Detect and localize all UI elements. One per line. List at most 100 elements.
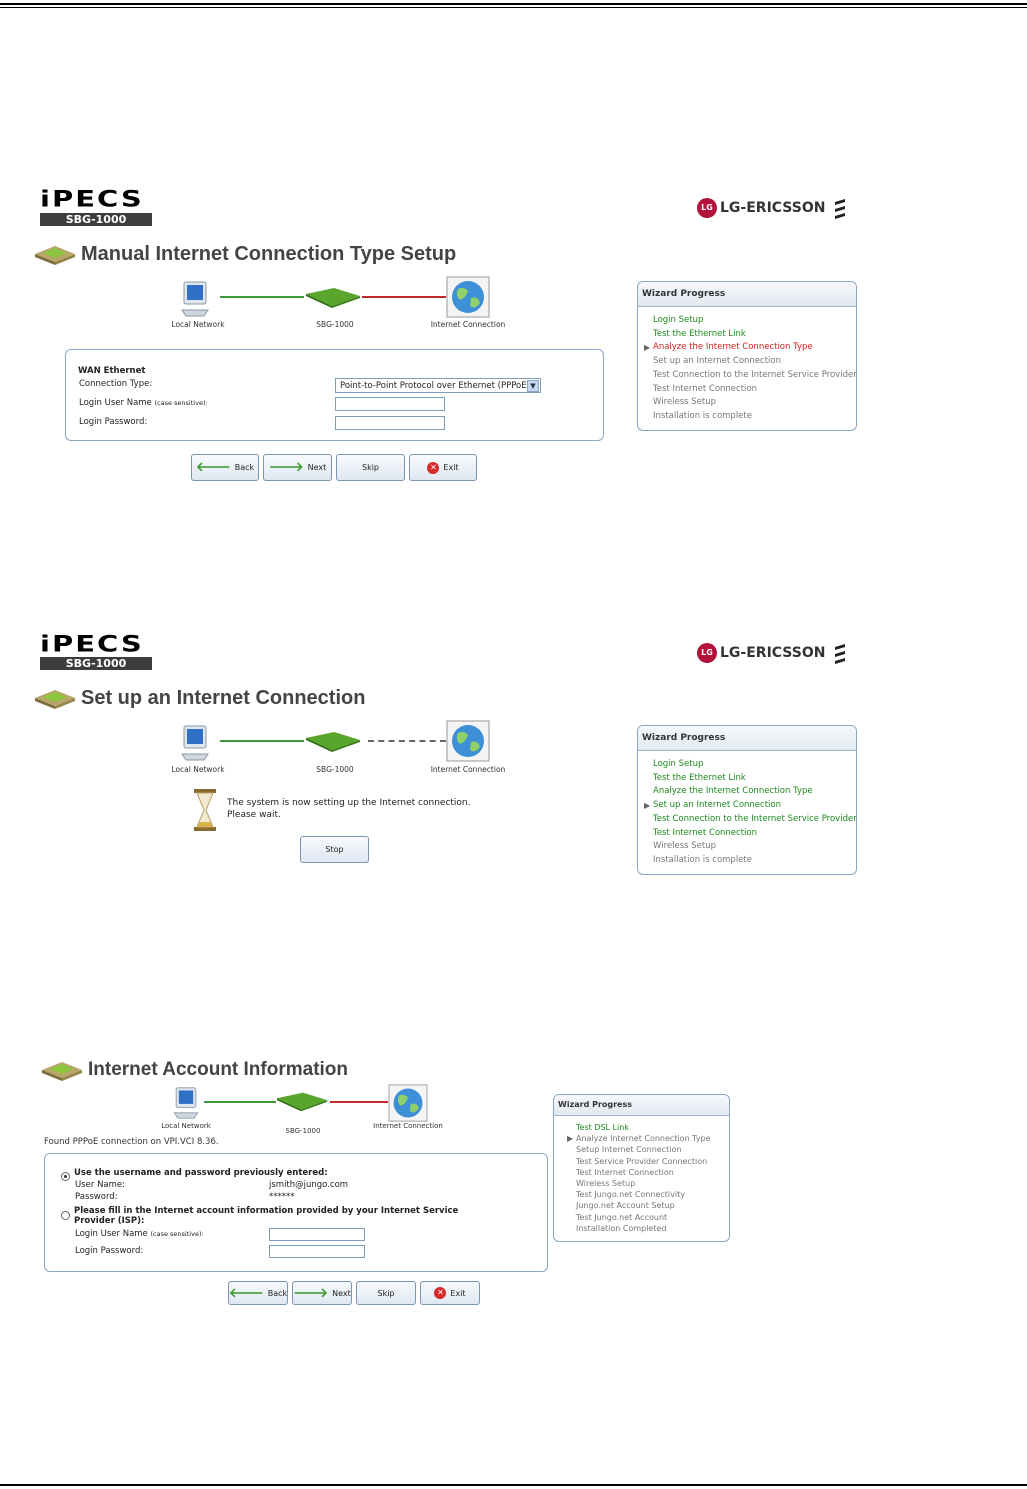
wizard-steps: Test DSL Link ▶Analyze Internet Connecti… [554, 1116, 729, 1234]
login-password-input[interactable] [269, 1245, 365, 1258]
link-internet-line [362, 296, 446, 298]
link-local-line [220, 740, 304, 742]
ericsson-icon [835, 644, 846, 664]
hourglass-icon [194, 789, 216, 831]
ericsson-icon [835, 199, 846, 219]
skip-button[interactable]: Skip [336, 454, 405, 481]
wizard-step: Test Internet Connection [653, 827, 757, 838]
label-local-network: Local Network [171, 320, 225, 329]
wizard-step: Wireless Setup [576, 1179, 636, 1189]
lg-ericsson-logo: LG LG-ERICSSON [697, 197, 847, 219]
wan-ethernet-panel [65, 349, 604, 441]
wizard-step: Jungo.net Account Setup [576, 1201, 675, 1211]
password-label: Password: [75, 1192, 118, 1202]
router-icon [306, 288, 360, 308]
wizard-step: Test the Ethernet Link [653, 772, 746, 783]
label-internet: Internet Connection [430, 320, 506, 329]
password-input[interactable] [335, 416, 445, 430]
wizard-progress-title: Wizard Progress [638, 726, 856, 751]
wizard-step-current: ▶Set up an Internet Connection [644, 799, 856, 813]
wizard-step: Analyze the Internet Connection Type [653, 786, 813, 797]
wizard-step: Test Connection to the Internet Service … [653, 369, 857, 380]
page-title: Manual Internet Connection Type Setup [81, 242, 457, 265]
username-label: Login User Name (case sensitive): [79, 398, 208, 408]
wizard-step: Test DSL Link [576, 1123, 629, 1132]
wizard-step: Login Setup [653, 315, 704, 325]
section-title: WAN Ethernet [78, 366, 146, 376]
ipecs-logo: iPECS SBG-1000 [40, 188, 152, 226]
username-label: User Name: [75, 1180, 126, 1190]
login-user-label: Login User Name (case sensitive): [75, 1229, 204, 1239]
wizard-step-current: ▶Analyze Internet Connection Type [567, 1134, 711, 1144]
wizard-step: Installation is complete [653, 410, 752, 421]
wizard-progress-title: Wizard Progress [554, 1095, 729, 1116]
wizard-step: Installation is complete [653, 854, 752, 865]
label-internet: Internet Connection [373, 1122, 443, 1130]
router-icon [276, 1092, 328, 1112]
computer-icon [173, 1087, 199, 1119]
found-connection-text: Found PPPoE connection on VPI.VCI 8.36. [44, 1137, 219, 1147]
username-input[interactable] [335, 397, 445, 411]
wizard-step: Test Service Provider Connection [576, 1156, 708, 1166]
username-value: jsmith@jungo.com [269, 1180, 349, 1190]
globe-icon [446, 276, 490, 318]
wizard-icon [35, 246, 75, 265]
top-rule-thin [0, 7, 1027, 8]
wizard-step: Test Jungo.net Account [576, 1212, 668, 1222]
login-user-input[interactable] [269, 1228, 365, 1241]
wizard-progress-title: Wizard Progress [638, 282, 856, 307]
wizard-step: Set up an Internet Connection [653, 356, 781, 367]
label-device: SBG-1000 [316, 320, 354, 329]
link-internet-pending [368, 740, 446, 742]
option-fill-in-label: Please fill in the Internet account info… [74, 1206, 459, 1226]
option-use-previous-label: Use the username and password previously… [74, 1168, 328, 1178]
label-internet: Internet Connection [430, 765, 506, 774]
skip-button[interactable]: Skip [356, 1281, 416, 1305]
play-icon: ▶ [644, 801, 651, 811]
chevron-down-icon[interactable]: ▼ [527, 380, 539, 392]
back-button[interactable]: 🡐Back [228, 1281, 288, 1305]
login-password-label: Login Password: [75, 1246, 144, 1256]
wizard-step: Test the Ethernet Link [653, 328, 746, 339]
wizard-step: Installation Completed [576, 1223, 667, 1233]
exit-button[interactable]: ✕Exit [409, 454, 477, 481]
fill-in-radio[interactable] [61, 1211, 70, 1220]
arrow-left-icon: 🡐 [228, 1285, 264, 1301]
wizard-step: Test Jungo.net Connectivity [576, 1190, 685, 1200]
computer-icon [181, 725, 209, 761]
arrow-right-icon: 🡒 [293, 1285, 329, 1301]
wizard-step: Test Connection to the Internet Service … [653, 813, 857, 824]
globe-icon [388, 1084, 428, 1122]
wizard-icon [35, 690, 75, 709]
password-value: ****** [269, 1192, 295, 1202]
wizard-step: Wireless Setup [653, 397, 717, 408]
wizard-step: Test Internet Connection [653, 383, 757, 394]
label-device: SBG-1000 [316, 765, 354, 774]
router-icon [306, 732, 360, 752]
wizard-step-current: ▶Analyze the Internet Connection Type [644, 341, 856, 355]
next-button[interactable]: 🡒Next [263, 454, 332, 481]
exit-button[interactable]: ✕Exit [420, 1281, 480, 1305]
link-internet-line [330, 1101, 388, 1103]
wizard-step: Login Setup [653, 759, 704, 769]
password-label: Login Password: [79, 417, 148, 427]
play-icon: ▶ [644, 343, 651, 353]
status-message: The system is now setting up the Interne… [227, 798, 471, 820]
use-previous-radio[interactable] [61, 1172, 70, 1181]
label-device: SBG-1000 [285, 1127, 321, 1135]
wizard-progress-panel: Wizard Progress Login Setup Test the Eth… [637, 281, 857, 431]
label-local-network: Local Network [161, 1122, 211, 1130]
computer-icon [181, 281, 209, 317]
back-button[interactable]: 🡐Back [191, 454, 259, 481]
page-title: Internet Account Information [88, 1059, 349, 1080]
connection-type-select[interactable]: Point-to-Point Protocol over Ethernet (P… [335, 378, 541, 393]
close-icon: ✕ [427, 461, 440, 474]
stop-button[interactable]: Stop [300, 836, 369, 863]
next-button[interactable]: 🡒Next [292, 1281, 352, 1305]
ipecs-logo: iPECS SBG-1000 [40, 633, 152, 670]
arrow-right-icon: 🡒 [268, 460, 304, 475]
wizard-steps: Login Setup Test the Ethernet Link Analy… [638, 751, 857, 868]
globe-icon [446, 720, 490, 762]
wizard-progress-panel: Wizard Progress Test DSL Link ▶Analyze I… [553, 1094, 730, 1242]
connection-type-label: Connection Type: [79, 379, 153, 389]
